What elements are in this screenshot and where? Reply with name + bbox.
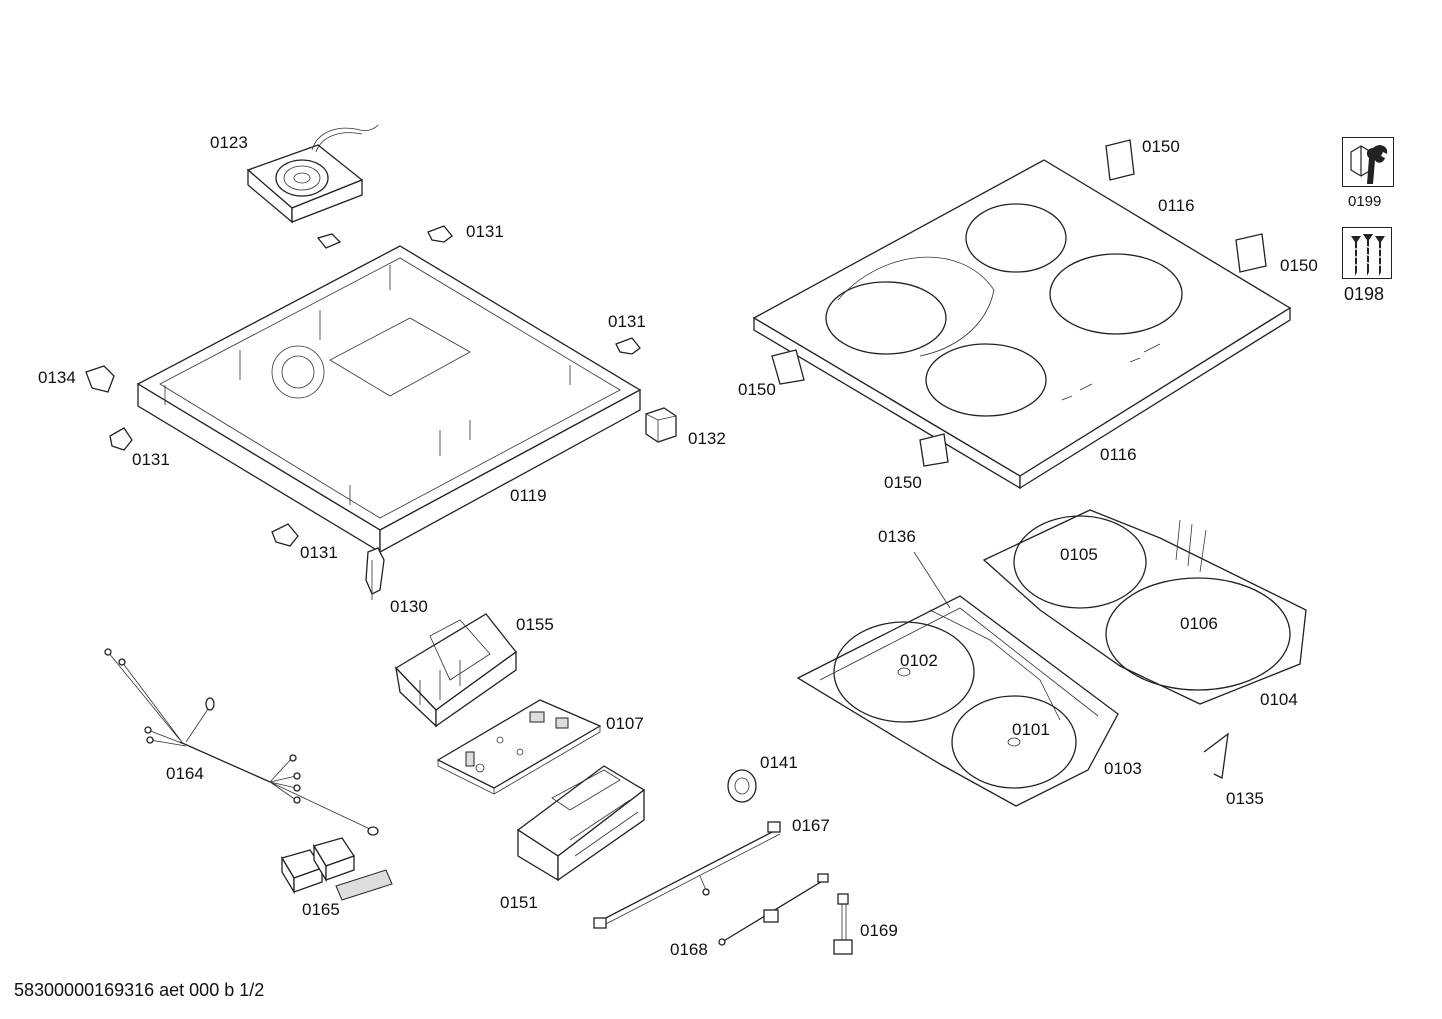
- glass-cooktop: [752, 159, 1292, 490]
- leader-lines: [913, 551, 951, 609]
- label-0131-left: 0131: [132, 450, 170, 469]
- ferrite-ring: [727, 769, 757, 803]
- label-0116-bottom: 0116: [1100, 445, 1137, 464]
- clip-part: [271, 523, 299, 547]
- coil-carrier-0104: [982, 509, 1307, 705]
- label-0107: 0107: [606, 714, 644, 733]
- label-0131-right: 0131: [608, 312, 646, 331]
- label-0130: 0130: [390, 597, 428, 616]
- screws-icon: [1342, 227, 1392, 279]
- brackets-0150: [771, 139, 1267, 467]
- label-0199: 0199: [1348, 193, 1382, 210]
- label-0103: 0103: [1104, 759, 1142, 778]
- label-0168: 0168: [670, 940, 708, 959]
- document-code: 58300000169316 aet 000 b 1/2: [14, 980, 265, 1000]
- label-0150-top: 0150: [1142, 137, 1180, 156]
- label-0150-bottom: 0150: [884, 473, 922, 492]
- cable-0168: [718, 873, 829, 946]
- block-0132: [645, 407, 677, 443]
- circuit-board: [436, 699, 602, 795]
- label-0167: 0167: [792, 816, 830, 835]
- label-0131-bottom: 0131: [300, 543, 338, 562]
- pin-0130: [365, 547, 385, 600]
- label-0150-left: 0150: [738, 380, 776, 399]
- clip-part: [615, 337, 641, 355]
- label-0104: 0104: [1260, 690, 1298, 709]
- connector-0169: [833, 893, 853, 955]
- label-0105: 0105: [1060, 545, 1098, 564]
- label-0136: 0136: [878, 527, 916, 546]
- label-0155: 0155: [516, 615, 554, 634]
- cover-0155: [394, 613, 517, 728]
- fan-part: [246, 124, 379, 224]
- label-0106: 0106: [1180, 614, 1218, 633]
- clip-0135: [1203, 732, 1229, 779]
- label-0134: 0134: [38, 368, 76, 387]
- clip-part: [109, 427, 133, 451]
- coil-carrier-0103: [796, 595, 1119, 807]
- label-0141: 0141: [760, 753, 798, 772]
- label-0132: 0132: [688, 429, 726, 448]
- clip-0134: [85, 365, 115, 393]
- module-0151: [516, 765, 646, 882]
- label-0119: 0119: [510, 486, 547, 505]
- wrench-icon: [1342, 137, 1394, 187]
- bracket-small: [316, 233, 342, 249]
- label-0116-top: 0116: [1158, 196, 1195, 215]
- label-0151: 0151: [500, 893, 538, 912]
- label-0164: 0164: [166, 764, 204, 783]
- label-0169: 0169: [860, 921, 898, 940]
- base-tray: [136, 245, 642, 554]
- label-0150-right: 0150: [1280, 256, 1318, 275]
- wire-harness: [104, 648, 379, 836]
- clip-part: [427, 225, 453, 243]
- label-0123: 0123: [210, 133, 248, 152]
- label-0101: 0101: [1012, 720, 1050, 739]
- label-0131-top: 0131: [466, 222, 504, 241]
- label-0135: 0135: [1226, 789, 1264, 808]
- terminal-blocks: [281, 837, 393, 901]
- label-0165: 0165: [302, 900, 340, 919]
- cable-0167: [593, 821, 781, 929]
- label-0198: 0198: [1344, 284, 1385, 304]
- label-0102: 0102: [900, 651, 938, 670]
